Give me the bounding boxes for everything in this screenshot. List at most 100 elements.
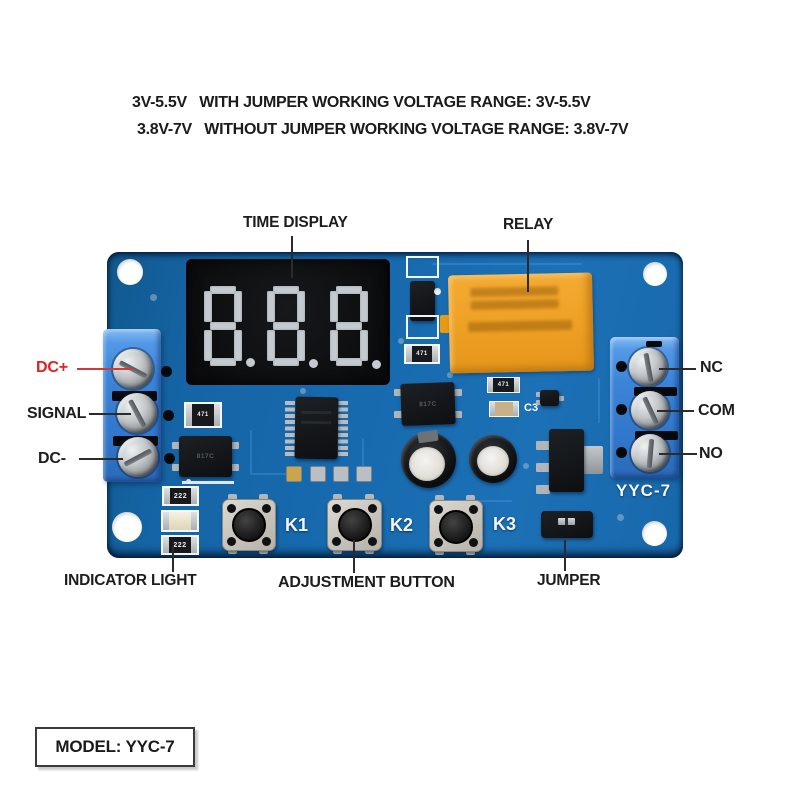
decimal-point — [246, 358, 255, 367]
relay-marking — [467, 319, 573, 333]
callout-line-adjustment-button — [353, 540, 355, 573]
pcb-trace — [250, 430, 252, 475]
terminal-hole — [616, 361, 627, 372]
silkscreen-line — [182, 481, 234, 484]
pcb-trace — [362, 438, 364, 470]
smd-resistor: 222 — [161, 535, 199, 555]
screw-terminal-nc — [629, 348, 667, 386]
screw-terminal-dc-minus — [118, 437, 158, 477]
label-signal: SIGNAL — [27, 405, 87, 422]
pcb-via — [398, 338, 404, 344]
callout-line-time-display — [291, 236, 293, 278]
voltage-note-line1: 3V-5.5V WITH JUMPER WORKING VOLTAGE RANG… — [132, 94, 591, 111]
callout-line-jumper — [564, 540, 566, 571]
transistor — [410, 281, 435, 321]
seven-segment-digit — [330, 286, 368, 366]
callout-line-dc-minus — [79, 458, 123, 460]
callout-line-com — [657, 410, 694, 412]
button-leg — [259, 494, 268, 502]
terminal-notch — [646, 341, 662, 347]
smd-resistor: 471 — [184, 402, 222, 428]
chip-pin — [536, 463, 550, 472]
label-com: COM — [698, 402, 735, 419]
chip-pin — [394, 389, 403, 396]
callout-line-nc — [659, 368, 696, 370]
pcb-dot — [434, 288, 441, 295]
chip-pin — [536, 441, 550, 450]
mounting-hole — [643, 262, 667, 286]
label-nc: NC — [700, 359, 723, 376]
relay-component — [447, 272, 595, 374]
smd-resistor: 222 — [162, 486, 199, 506]
silkscreen-model: YYC-7 — [616, 481, 672, 500]
callout-line-dc-plus — [77, 368, 133, 370]
voltage-note-line2: 3.8V-7V WITHOUT JUMPER WORKING VOLTAGE R… — [137, 121, 629, 138]
silkscreen-k1: K1 — [285, 515, 309, 535]
chip-pin — [394, 411, 403, 418]
label-no: NO — [699, 445, 723, 462]
label-relay: RELAY — [503, 216, 554, 233]
button-cap — [338, 508, 372, 542]
button-k1 — [222, 499, 276, 551]
button-leg — [466, 495, 475, 503]
terminal-hole — [163, 410, 174, 421]
button-leg — [435, 495, 444, 503]
relay-marking — [470, 286, 559, 298]
silkscreen-outline — [406, 315, 439, 339]
smd-resistor: 471 — [404, 344, 440, 364]
pcb-via — [300, 388, 306, 394]
ic-pins — [285, 401, 295, 457]
decimal-point — [309, 359, 318, 368]
optocoupler: 817C — [179, 436, 232, 477]
model-box: MODEL: YYC-7 — [35, 727, 195, 767]
chip-pin — [536, 392, 541, 397]
seven-segment-digit — [204, 286, 242, 366]
terminal-hole — [616, 447, 627, 458]
silkscreen-k2: K2 — [390, 515, 414, 535]
seven-segment-digit — [267, 286, 305, 366]
optocoupler: 817C — [400, 382, 456, 426]
mounting-hole — [117, 259, 143, 285]
chip-pin — [559, 396, 564, 401]
pcb-trace — [432, 263, 582, 265]
label-time-display: TIME DISPLAY — [243, 214, 348, 231]
chip-pin — [536, 485, 550, 494]
chip-pin — [172, 464, 181, 471]
capacitor-top — [477, 446, 509, 476]
relay-marking — [470, 299, 559, 311]
transistor — [540, 390, 559, 406]
smd-resistor: 471 — [487, 377, 520, 393]
label-adjustment-button: ADJUSTMENT BUTTON — [278, 574, 455, 591]
terminal-hole — [164, 453, 175, 464]
indicator-led — [161, 510, 199, 532]
pcb-trace — [470, 500, 512, 502]
callout-line-indicator-light — [172, 546, 174, 572]
silkscreen-k3: K3 — [493, 514, 517, 534]
seven-segment-display — [186, 259, 390, 385]
ic-pins — [338, 401, 348, 457]
pcb-via — [617, 514, 624, 521]
smd-pad — [356, 466, 372, 482]
label-indicator-light: INDICATOR LIGHT — [64, 572, 197, 589]
callout-line-relay — [527, 240, 529, 292]
terminal-hole — [616, 404, 627, 415]
pcb-trace — [252, 473, 297, 475]
silkscreen-c3: C3 — [524, 402, 539, 414]
pcb-via — [447, 372, 453, 378]
label-jumper: JUMPER — [537, 572, 601, 589]
smd-pad — [333, 466, 349, 482]
capacitor-top — [409, 447, 445, 481]
button-k3 — [429, 500, 483, 552]
smd-pad — [286, 466, 302, 482]
callout-line-signal — [89, 413, 131, 415]
ic-chip — [294, 396, 339, 460]
label-dc-plus: DC+ — [36, 359, 68, 376]
callout-line-no — [659, 453, 697, 455]
mounting-hole — [642, 521, 667, 546]
button-leg — [365, 494, 374, 502]
regulator-tab — [583, 446, 603, 474]
pcb-dot — [186, 479, 191, 484]
voltage-regulator — [549, 429, 584, 492]
button-cap — [439, 510, 473, 544]
